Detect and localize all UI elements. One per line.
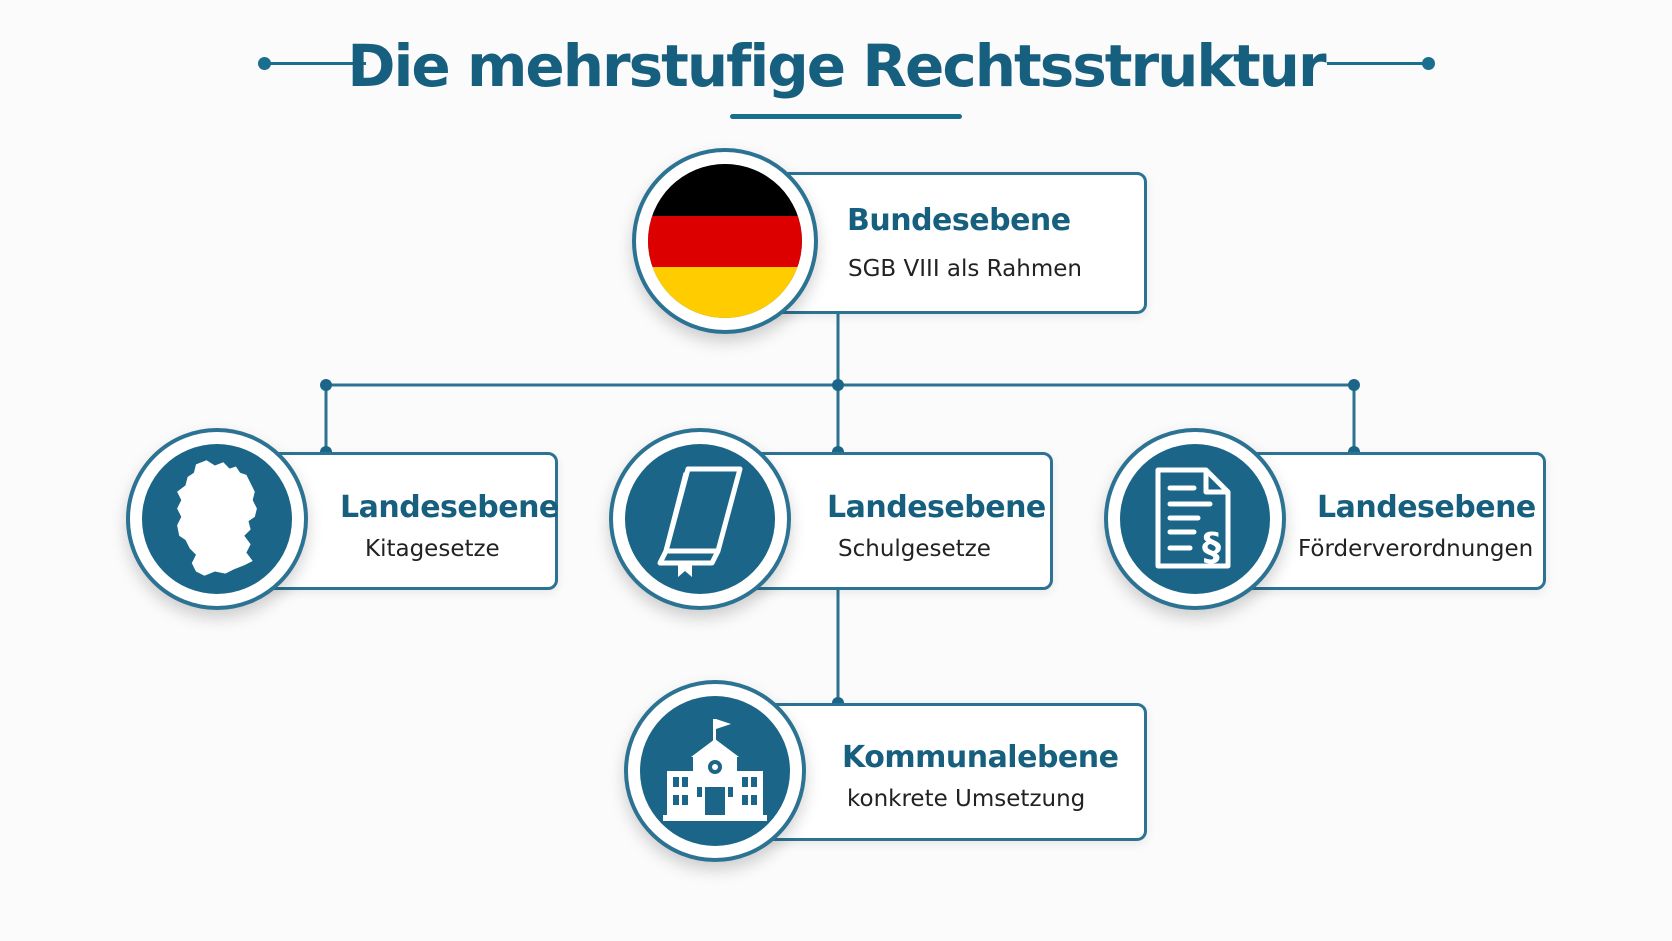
node-icon-circle xyxy=(609,428,791,610)
node-heading: Landesebene xyxy=(827,490,1046,525)
node-heading: Kommunalebene xyxy=(842,740,1119,775)
node-box xyxy=(1236,452,1546,590)
legal-document-icon: § xyxy=(1120,444,1270,594)
node-heading: Landesebene xyxy=(1317,490,1536,525)
node-icon-circle: § xyxy=(1104,428,1286,610)
node-box xyxy=(740,452,1053,590)
title-decoration-left xyxy=(258,57,366,70)
title-area: Die mehrstufige Rechtsstruktur xyxy=(0,26,1672,136)
node-heading: Bundesebene xyxy=(847,203,1071,238)
node-box xyxy=(758,703,1147,841)
node-icon-circle xyxy=(624,680,806,862)
node-subtitle: Förderverordnungen xyxy=(1298,536,1534,562)
node-box xyxy=(760,172,1147,314)
node-subtitle: Kitagesetze xyxy=(365,536,500,562)
title-decoration-right xyxy=(1327,57,1435,70)
title-underline xyxy=(730,114,962,119)
book-icon xyxy=(625,444,775,594)
junction-dot xyxy=(1348,379,1360,391)
school-building-icon xyxy=(640,696,790,846)
node-icon-circle xyxy=(126,428,308,610)
page-title: Die mehrstufige Rechtsstruktur xyxy=(347,32,1326,100)
junction-dot xyxy=(832,379,844,391)
node-heading: Landesebene xyxy=(340,490,559,525)
node-subtitle: Schulgesetze xyxy=(838,536,991,562)
germany-map-icon xyxy=(142,444,292,594)
germany-flag-icon xyxy=(648,164,802,318)
node-icon-circle xyxy=(632,148,818,334)
junction-dot xyxy=(320,379,332,391)
svg-text:§: § xyxy=(1202,525,1221,569)
node-subtitle: konkrete Umsetzung xyxy=(847,786,1086,812)
node-subtitle: SGB VIII als Rahmen xyxy=(848,256,1082,282)
